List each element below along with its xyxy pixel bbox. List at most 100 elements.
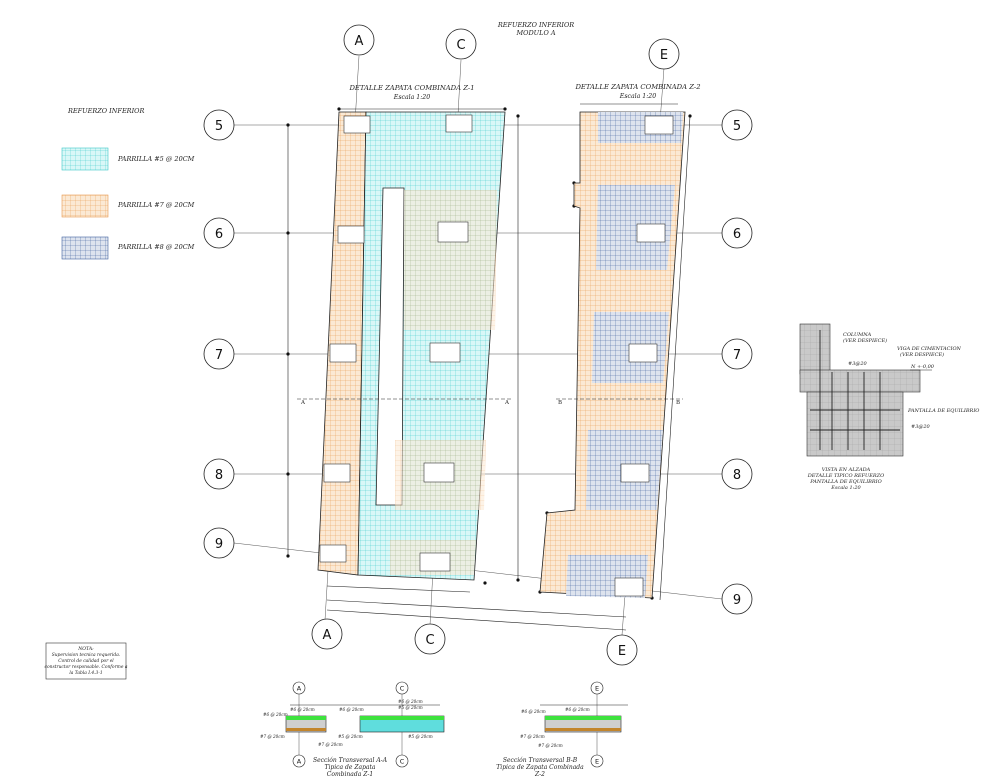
elev-bar2: #3@20 [911,423,931,430]
aa-title3: Combinada Z-1 [327,771,373,778]
svg-text:A: A [297,685,302,693]
section-aa-bubble-a-bottom: A [292,754,306,768]
elev-columna-sub: (VER DESPIECE) [843,337,887,344]
svg-text:9: 9 [733,593,741,608]
note-box [45,642,127,680]
svg-text:5: 5 [733,119,741,134]
bb-bar-side: #6 @ 20cm [521,709,546,714]
elevation-detail [799,323,932,457]
z1-title: DETALLE ZAPATA COMBINADA Z-1 [348,84,474,92]
svg-text:C: C [425,633,434,648]
z2-scale: Escala 1:20 [619,93,656,100]
bb-bar-top: #6 @ 20cm [565,707,590,712]
svg-text:A: A [355,34,364,49]
svg-text:8: 8 [215,468,223,483]
elev-caption3: PANTALLA DE EQUILIBRIO [809,479,881,485]
legend-label-orange: PARRILLA #7 @ 20CM [117,201,195,209]
axis-bubble-e-top: E [648,38,680,70]
cut-mark-a-left: A [300,400,306,406]
svg-text:8: 8 [733,468,741,483]
axis-bubble-5-right: 5 [721,109,753,141]
bb-title3: Z-2 [534,771,545,778]
elev-viga: VIGA DE CIMENTACION [897,346,962,352]
svg-text:C: C [400,758,405,766]
section-aa-bubble-c-bottom: C [395,754,409,768]
elev-caption4: Escala 1:20 [830,485,861,491]
footing-z2 [539,111,686,599]
elev-viga-sub: (VER DESPIECE) [900,351,944,358]
section-bb-drawing [540,692,628,756]
aa-title1: Sección Transversal A-A [313,757,388,764]
axis-bubble-8-right: 8 [721,458,753,490]
aa-title2: Tipica de Zapata [325,764,376,771]
note-line3: constructor responsable. Conforme a [45,665,128,670]
legend-swatch-orange [61,194,109,218]
legend-label-cyan: PARRILLA #5 @ 20CM [117,155,195,163]
axis-bubble-c-top: C [445,28,477,60]
footing-z1 [317,111,506,581]
bb-title2: Tipica de Zapata Combinada [496,764,584,771]
elev-bar1: #3@20 [848,360,868,367]
axis-bubble-6-left: 6 [203,217,235,249]
elev-level: N +-0,00 [910,364,935,370]
legend-title: REFUERZO INFERIOR [67,107,144,115]
elev-caption2: DETALLE TIPICO REFUERZO [807,473,884,479]
note-line4: la Tabla I.4.3-1 [69,671,102,676]
legend-swatch-cyan [61,147,109,171]
note-line2: Control de calidad por el [58,659,114,664]
svg-text:5: 5 [215,119,223,134]
axis-bubble-c-bottom: C [414,623,446,655]
dimension-lines [287,103,691,631]
svg-text:A: A [323,628,332,643]
svg-text:7: 7 [733,348,741,363]
header-line2: MODULO A [515,29,555,37]
axis-bubble-8-left: 8 [203,458,235,490]
section-bb-bubble-e-bottom: E [590,754,604,768]
svg-text:7: 7 [215,348,223,363]
bb-bar-bot1: #7 @ 20cm [520,734,545,739]
aa-bar-side: #6 @ 20cm [263,712,288,717]
axis-bubble-9-right: 9 [721,583,753,615]
axis-bubble-7-right: 7 [721,338,753,370]
note-line1: Supervision tecnica requerida. [52,653,121,658]
svg-text:6: 6 [733,227,741,242]
cut-mark-b-right: B [676,400,680,406]
svg-text:E: E [618,644,626,659]
legend-label-blue: PARRILLA #8 @ 20CM [117,243,195,251]
elev-columna: COLUMNA [843,332,872,338]
svg-text:C: C [456,38,465,53]
aa-bar-bot-right1: #5 @ 20cm [338,734,363,739]
legend-swatch-blue [61,236,109,260]
bb-bar-bot2: #7 @ 20cm [538,743,563,748]
svg-text:9: 9 [215,537,223,552]
aa-bar-bot-mid: #7 @ 20cm [318,742,343,747]
aa-bar-bot-left: #7 @ 20cm [260,734,285,739]
section-aa-bubble-a-top: A [292,681,306,695]
aa-bar-top-right1: #6 @ 20cm [398,699,423,704]
svg-text:C: C [400,685,405,693]
axis-bubble-6-right: 6 [721,217,753,249]
section-aa-bubble-c-top: C [395,681,409,695]
axis-bubble-a-bottom: A [311,618,343,650]
cut-mark-a-right: A [504,400,510,406]
axis-bubble-5-left: 5 [203,109,235,141]
svg-text:A: A [297,758,302,766]
axis-bubble-e-bottom: E [606,634,638,666]
axis-bubble-9-left: 9 [203,527,235,559]
cut-mark-b-left: B [558,400,562,406]
svg-text:E: E [595,685,599,693]
bb-title1: Sección Transversal B-B [503,757,578,764]
elev-pantalla: PANTALLA DE EQUILIBRIO [907,408,979,414]
elev-caption1: VISTA EN ALZADA [822,467,871,473]
z1-scale: Escala 1:20 [393,94,430,101]
aa-bar-bot-right2: #5 @ 20cm [408,734,433,739]
aa-bar-top-mid: #6 @ 20cm [339,707,364,712]
note-title: NOTA: [77,646,94,652]
section-bb-bubble-e-top: E [590,681,604,695]
svg-text:E: E [595,758,599,766]
header-line1: REFUERZO INFERIOR [497,21,574,29]
aa-bar-top-right2: #5 @ 20cm [398,705,423,710]
z2-title: DETALLE ZAPATA COMBINADA Z-2 [574,83,700,91]
axis-bubble-a-top: A [343,24,375,56]
